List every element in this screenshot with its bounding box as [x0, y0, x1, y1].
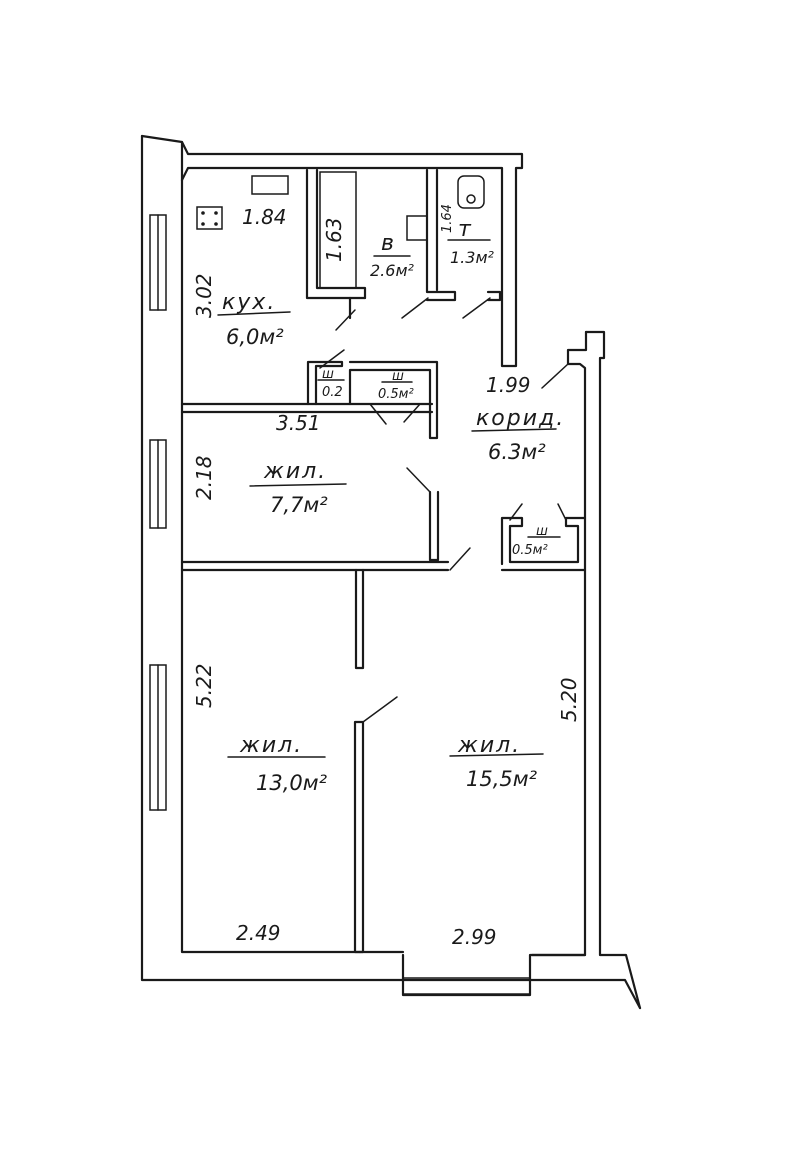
toilet-icon: [457, 175, 485, 209]
label-underlines: [217, 239, 561, 758]
doors: [319, 297, 569, 723]
dim-living2-width: 2.49: [236, 921, 281, 945]
dim-corridor-width: 1.99: [486, 373, 531, 397]
dimension-labels: 1.84 3.02 1.63 1.64 1.99 3.51 2.18 5.22 …: [192, 204, 581, 949]
corridor-label: корид.: [476, 406, 565, 431]
living1-area: 7,7м²: [270, 493, 328, 517]
closet2-area: 0.5м²: [378, 387, 414, 402]
room-labels: кух. 6,0м² в 2.6м² т 1.3м² ш 0.2 ш 0.5м²…: [222, 217, 565, 795]
dim-living2-height: 5.22: [192, 663, 216, 708]
dim-toilet-height: 1.64: [440, 204, 455, 233]
stove-icon: [196, 206, 223, 230]
dim-bath-height: 1.63: [322, 217, 346, 262]
dim-living1-height: 2.18: [192, 455, 216, 500]
interior-walls: [180, 168, 587, 954]
corridor-area: 6.3м²: [488, 440, 546, 464]
dim-kitchen-height: 3.02: [192, 273, 216, 318]
living3-label: жил.: [457, 733, 521, 758]
toilet-area: 1.3м²: [450, 248, 495, 267]
living2-area: 13,0м²: [256, 771, 328, 795]
living1-label: жил.: [263, 459, 327, 484]
bath-area: 2.6м²: [370, 261, 415, 280]
living3-area: 15,5м²: [466, 767, 538, 791]
dim-living1-width: 3.51: [276, 411, 321, 435]
toilet-label: т: [458, 217, 473, 242]
dim-living3-height: 5.20: [557, 677, 581, 722]
closet3-label: ш: [536, 524, 548, 539]
living2-label: жил.: [239, 733, 303, 758]
dim-kitchen-width: 1.84: [242, 205, 287, 229]
windows: [149, 214, 531, 995]
bathtub-icon: [319, 171, 357, 289]
washbasin-icon: [406, 215, 428, 241]
kitchen-area: 6,0м²: [226, 325, 284, 349]
bath-label: в: [381, 231, 396, 256]
closet1-label: ш: [322, 367, 334, 382]
dim-living3-width: 2.99: [452, 925, 497, 949]
fixtures: [196, 171, 485, 289]
sink-icon: [251, 175, 289, 195]
closet1-area: 0.2: [322, 385, 343, 400]
closet3-area: 0.5м²: [512, 543, 548, 558]
kitchen-label: кух.: [222, 290, 276, 315]
closet2-label: ш: [392, 369, 404, 384]
